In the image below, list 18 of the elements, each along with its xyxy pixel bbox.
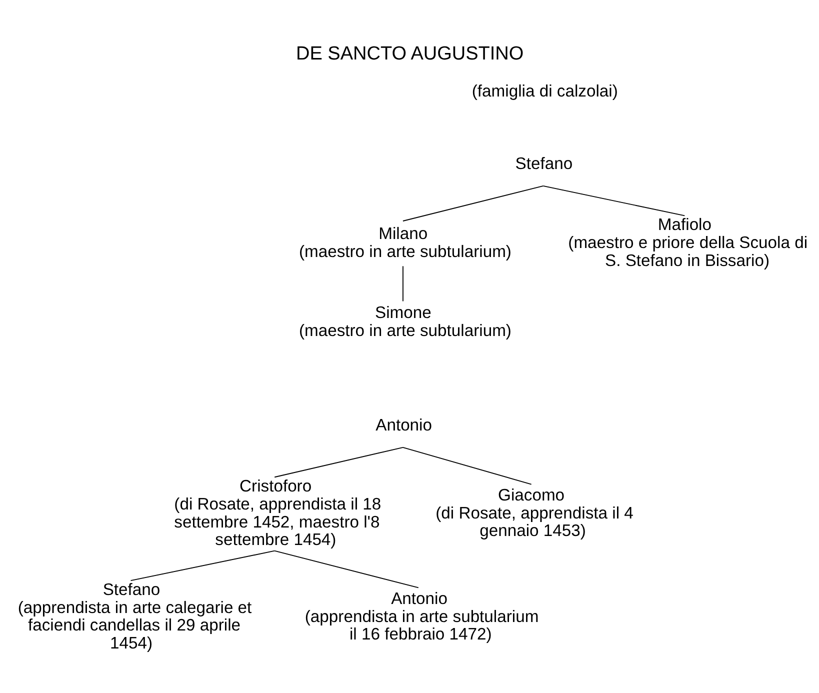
node-text: Antonio (apprendista in arte subtularium il 16 febbraio 1472) (304, 588, 539, 644)
node-text: Stefano (apprendista in arte calegarie et faciendi candellas il 29 aprile 1454) (18, 580, 252, 652)
diagram-title: DE SANCTO AUGUSTINO (296, 43, 524, 64)
connector (274, 446, 404, 478)
node-text: Milano (maestro in arte subtularium) (298, 224, 512, 260)
connector (402, 446, 532, 484)
node-text: Cristoforo (di Rosate, apprendista il 18 settembre 1452, maestro l'8 settembre 1454) (174, 476, 382, 549)
node-text: Giacomo (di Rosate, apprendista il 4 gennaio 1453) (436, 485, 634, 540)
connector (274, 550, 419, 588)
node-text: Simone (maestro in arte subtularium) (298, 302, 512, 340)
connector (130, 550, 276, 581)
node-text: Antonio (376, 414, 432, 434)
connector (402, 265, 404, 302)
node-text: Stefano (515, 153, 573, 172)
connector (542, 184, 686, 216)
connector (402, 184, 544, 221)
label: (famiglia di calzolai) (472, 80, 618, 100)
node-text: Mafiolo (maestro e priore della Scuola di S. Stefano in Bissario) (568, 214, 808, 270)
